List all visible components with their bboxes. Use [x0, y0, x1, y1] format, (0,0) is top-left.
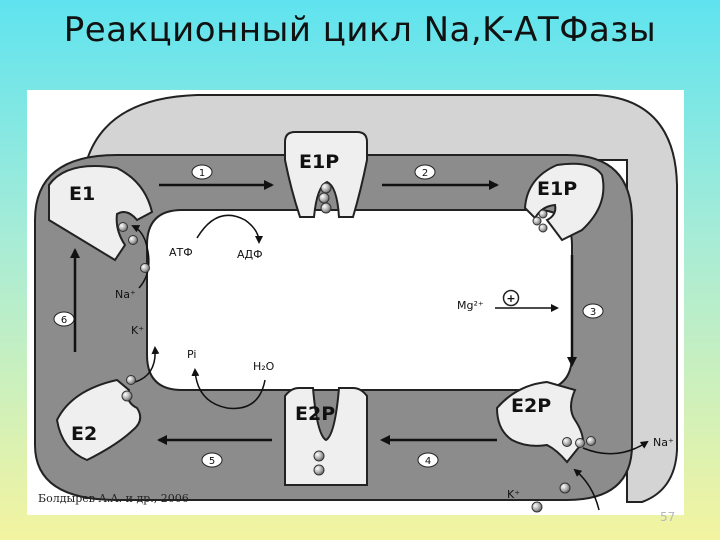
cycle-diagram: 1 2 3 4 5 6 E1 E1P E1P E2P E2P E2 АТФ АД…: [34, 94, 678, 513]
slide-number: 57: [660, 510, 676, 524]
arrow-k-outside: [573, 468, 600, 511]
label-mg: Mg²⁺: [457, 299, 484, 312]
slide-title: Реакционный цикл Na,K-АТФазы: [63, 10, 657, 50]
label-atp: АТФ: [169, 246, 193, 259]
label-k-inside: K⁺: [131, 324, 144, 337]
arrow-h2o-pi: [191, 368, 266, 410]
enzyme-e1p-top: [284, 131, 368, 218]
label-h2o: H₂O: [253, 360, 275, 373]
step-badge-3: 3: [582, 303, 604, 319]
state-e1p-top: E1P: [299, 151, 339, 173]
arrow-atp-adp: [196, 214, 263, 244]
state-e2-left: E2: [71, 423, 97, 445]
svg-text:6: 6: [61, 315, 67, 326]
svg-text:4: 4: [425, 456, 431, 467]
enzyme-e2p-right: [495, 380, 596, 464]
svg-text:1: 1: [199, 168, 205, 179]
membrane-back: [85, 94, 678, 503]
enzyme-e1p-right: [523, 162, 605, 242]
arrow-na-inside: [131, 225, 150, 289]
k-ion-outside-2: [559, 482, 571, 494]
enzyme-e2p-bottom: [284, 387, 368, 486]
step-badge-2: 2: [414, 164, 436, 180]
svg-text:5: 5: [209, 456, 215, 467]
source-credit: Болдырев А.А. и др., 2006: [38, 492, 189, 505]
enzyme-e2-left: [55, 378, 142, 462]
svg-text:+: +: [506, 292, 515, 305]
state-e2p-bottom: E2P: [295, 403, 335, 425]
label-pi: Pi: [187, 348, 196, 361]
state-e1p-right: E1P: [537, 178, 577, 200]
arrow-na-outside: [582, 440, 649, 455]
step-badge-6: 6: [53, 311, 75, 327]
k-ion-outside-1: [531, 501, 543, 513]
svg-text:3: 3: [590, 307, 596, 318]
label-na-inside: Na⁺: [115, 288, 136, 301]
label-na-outside: Na⁺: [653, 436, 674, 449]
step-badge-1: 1: [191, 164, 213, 180]
diagram-panel: 1 2 3 4 5 6 E1 E1P E1P E2P E2P E2 АТФ АД…: [27, 90, 684, 515]
state-e2p-right: E2P: [511, 395, 551, 417]
mg-plus-icon: [502, 289, 520, 307]
svg-text:2: 2: [422, 168, 428, 179]
step-badge-4: 4: [417, 452, 439, 468]
arrow-k-inside: [134, 346, 160, 383]
step-badge-5: 5: [201, 452, 223, 468]
enzyme-e1-left: [48, 165, 154, 262]
k-ion-inside: [126, 375, 136, 385]
state-e1-left: E1: [69, 183, 95, 205]
label-adp: АДФ: [237, 248, 263, 261]
label-k-outside: K⁺: [507, 488, 520, 501]
na-ion-inside: [140, 263, 150, 273]
